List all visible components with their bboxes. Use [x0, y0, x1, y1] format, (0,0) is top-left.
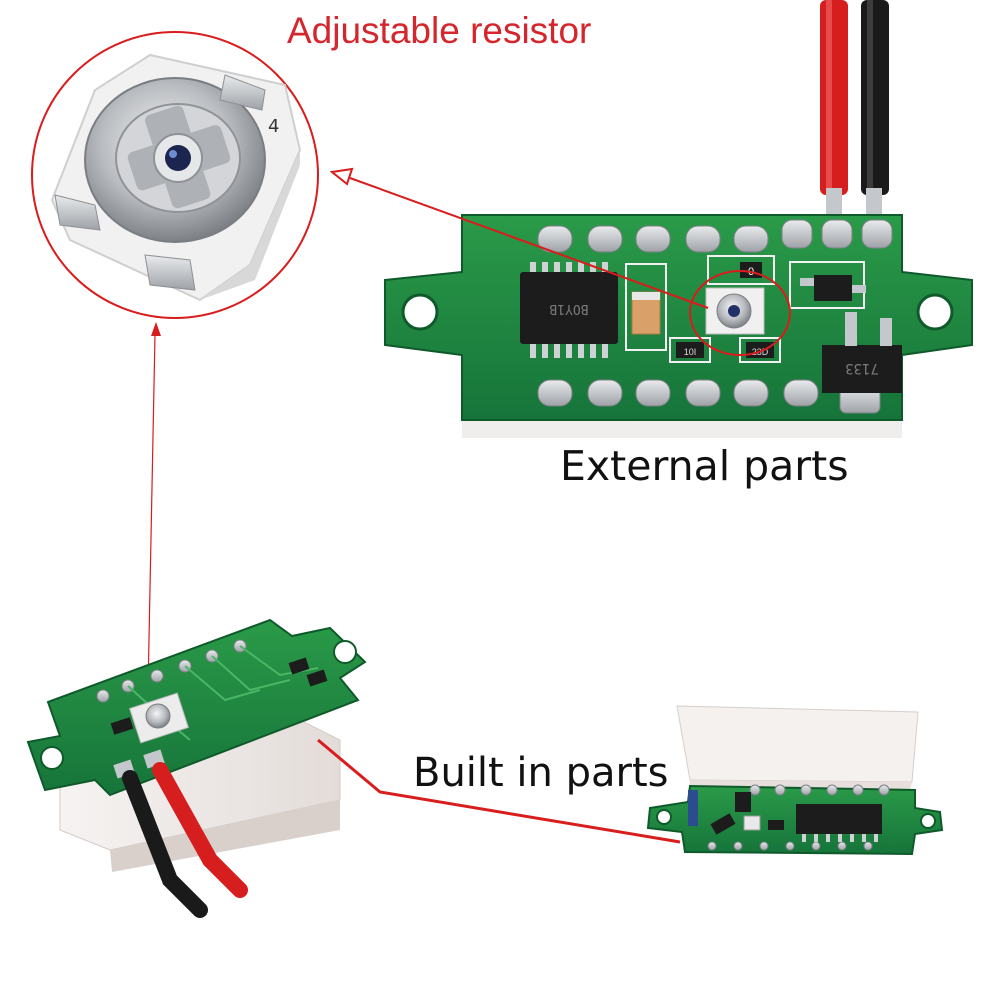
pcb-external-parts: BOY1B 0 10I 23D 7133: [384, 0, 973, 438]
annotation-arrow-bottom: [317, 738, 681, 844]
trimmer-mark-text: 4: [268, 116, 279, 137]
voltmeter-back-view: [26, 618, 367, 918]
main-ic-marking: BOY1B: [549, 301, 588, 316]
main-ic-chip: BOY1B: [520, 262, 618, 358]
voltmeter-front-built-in: [646, 705, 944, 856]
trimmer-on-pcb: [705, 287, 765, 335]
annotation-arrow-left: [147, 322, 161, 691]
regulator-marking: 7133: [845, 360, 879, 376]
black-wire: [861, 0, 889, 195]
red-wire: [820, 0, 848, 195]
annotation-arrow-top: [329, 167, 709, 309]
adjustable-resistor-label: Adjustable resistor: [287, 10, 592, 51]
zoom-circle-trimmer: 4: [31, 31, 319, 319]
external-parts-label: External parts: [560, 442, 849, 490]
highlight-circle-external: [689, 270, 791, 356]
built-in-parts-label: Built in parts: [413, 750, 669, 796]
resistor-a-marking: 10I: [684, 347, 697, 357]
